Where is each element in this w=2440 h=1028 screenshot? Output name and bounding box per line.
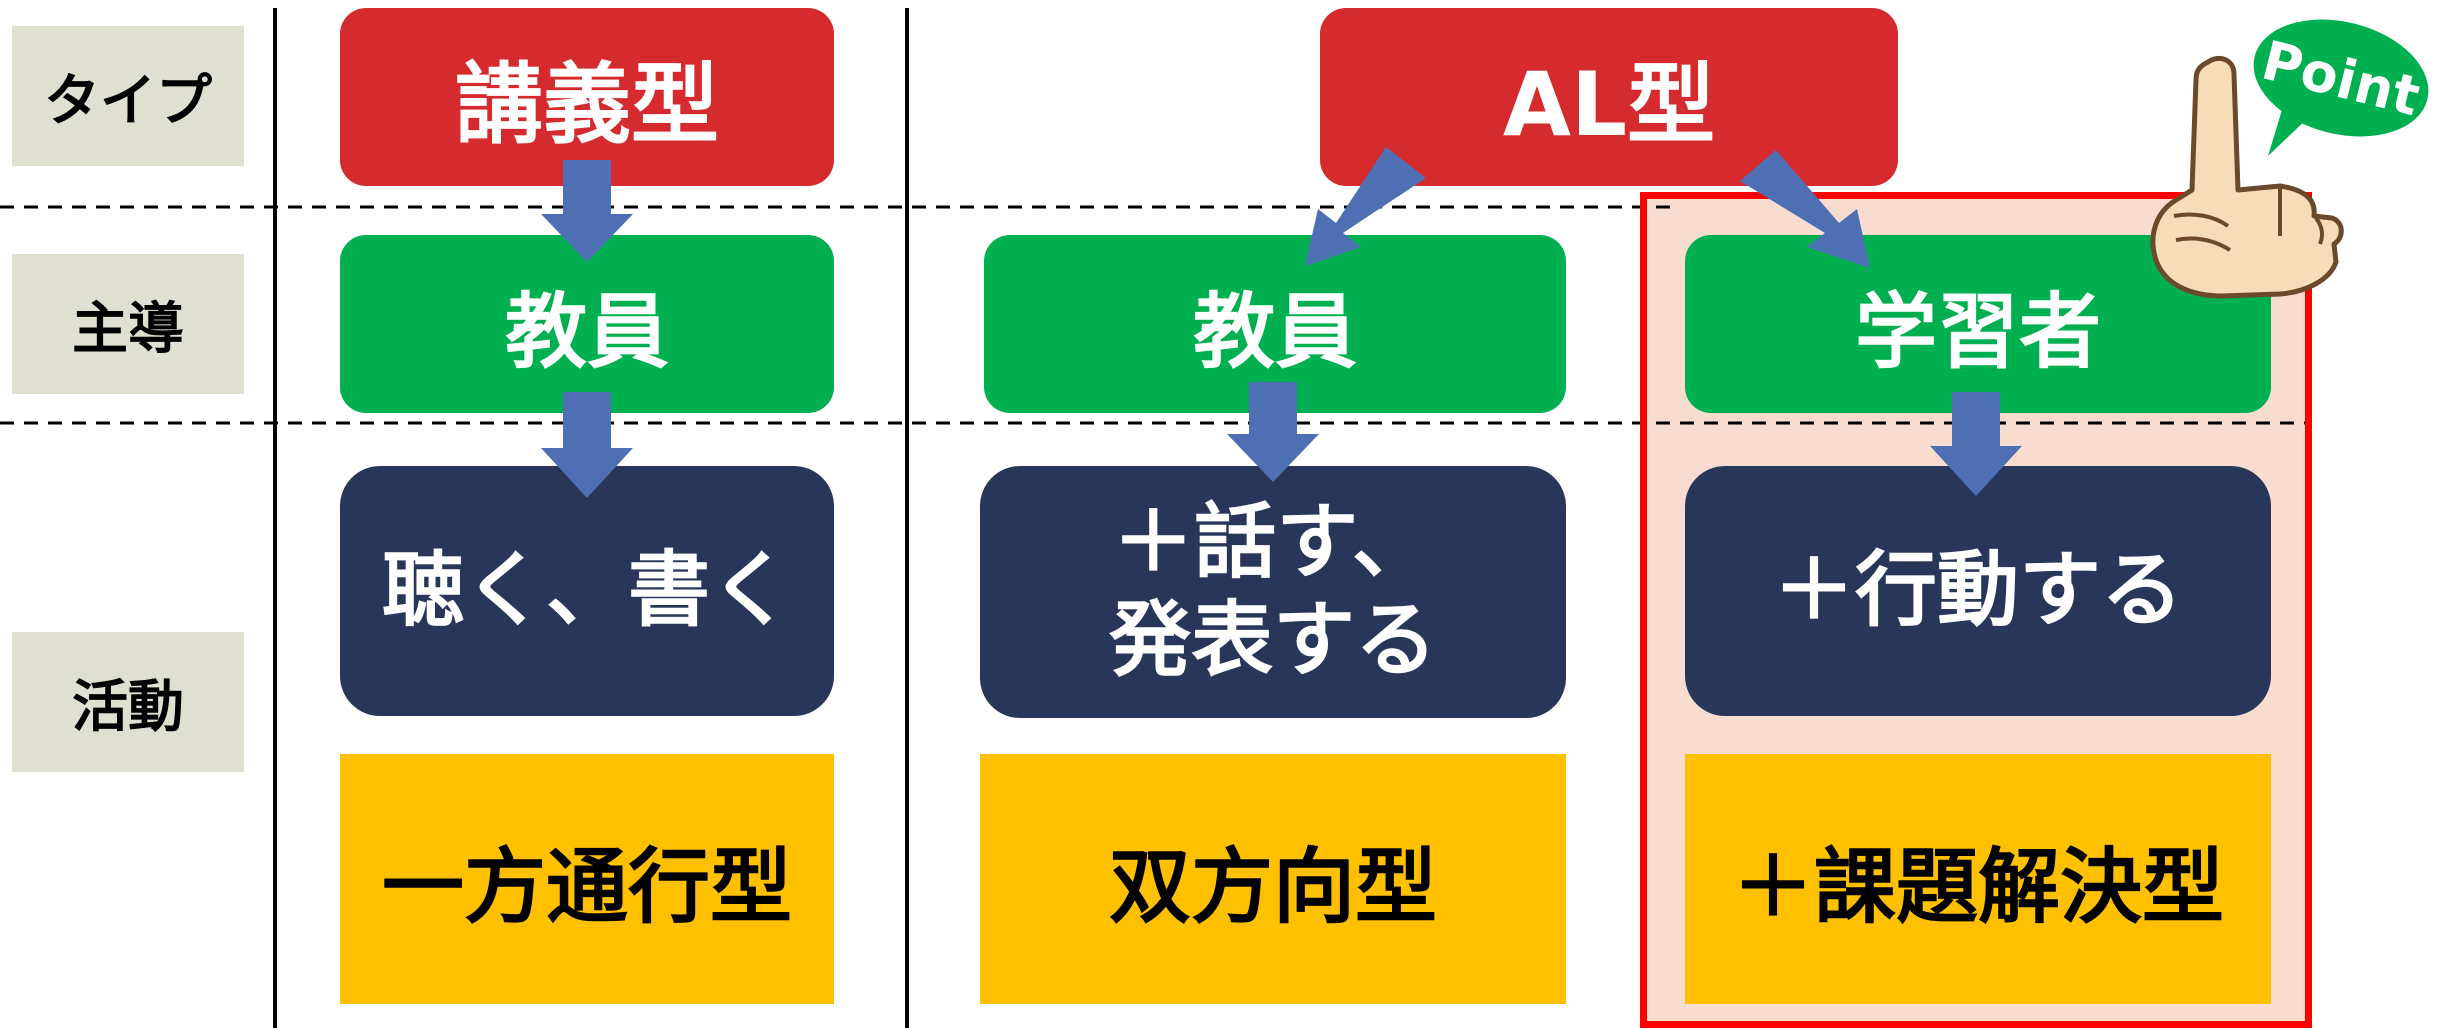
highlight-border <box>1640 192 2312 1028</box>
point-bubble-tail <box>2268 110 2310 156</box>
lecture-style-box: 一方通行型 <box>340 754 834 1004</box>
al-teacher-activity-line1: ＋話す、 <box>1112 494 1434 590</box>
al-learner-activity-box: ＋行動する <box>1685 466 2271 716</box>
row-label-type: タイプ <box>12 26 244 166</box>
al-type-box: AL型 <box>1320 8 1898 186</box>
arrow-down-icon <box>541 392 633 498</box>
arrow-down-icon <box>541 160 633 262</box>
arrow-down-icon <box>1930 392 2022 496</box>
pointing-hand-icon <box>2150 56 2344 299</box>
al-teacher-activity-line2: 発表する <box>1108 593 1437 688</box>
lecture-type-box: 講義型 <box>340 8 834 186</box>
lecture-activity-box: 聴く、書く <box>340 466 834 716</box>
arrow-diagonal-icon <box>1305 147 1426 266</box>
row-label-lead: 主導 <box>12 254 244 394</box>
lecture-lead-box: 教員 <box>340 235 834 413</box>
al-learner-style-box: ＋課題解決型 <box>1685 754 2271 1004</box>
al-teacher-activity-box: ＋話す、 発表する <box>980 466 1566 718</box>
al-teacher-style-box: 双方向型 <box>980 754 1566 1004</box>
arrow-down-icon <box>1227 382 1319 482</box>
row-label-activity: 活動 <box>12 632 244 772</box>
arrow-diagonal-icon <box>1740 150 1870 268</box>
